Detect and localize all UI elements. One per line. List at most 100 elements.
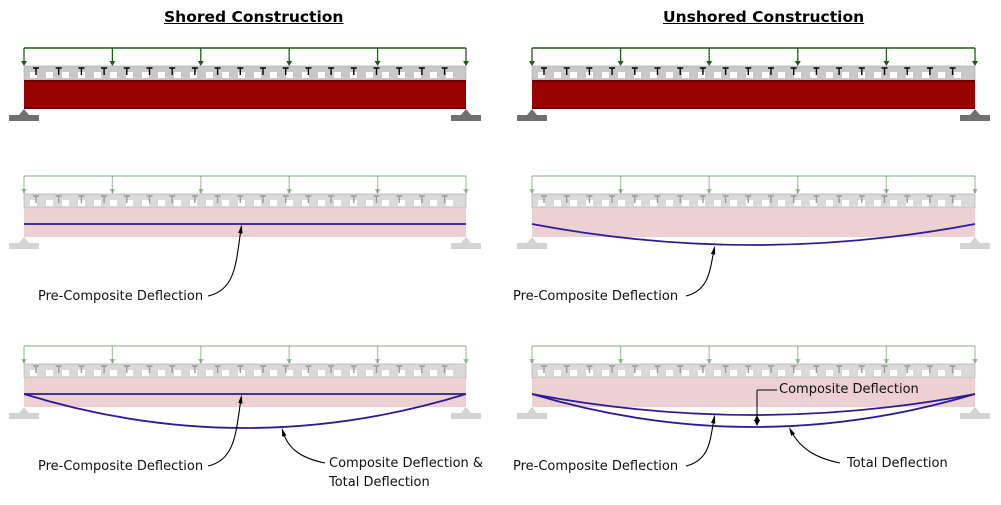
shored-row2-right-support-base	[451, 243, 481, 249]
shored-bot-precomposite-label: Pre-Composite Deflection	[38, 459, 204, 474]
unshored-row2-load-arrowhead	[794, 189, 801, 194]
shored-row2-shear-stud	[169, 195, 176, 203]
unshored-row3-load-arrowhead	[529, 359, 535, 364]
unshored-row2-load-arrowhead	[617, 189, 624, 194]
unshored-row2-shear-stud	[722, 195, 729, 203]
unshored-row1-deck-flute	[762, 72, 769, 78]
shored-row1-shear-stud	[123, 67, 130, 75]
shored-row2-deck-flute	[318, 200, 325, 206]
shored-row3-deck-flute	[206, 370, 213, 376]
unshored-row3-steel-beam	[532, 378, 975, 407]
shored-row3-shear-stud	[191, 365, 198, 373]
unshored-row1-shear-stud	[699, 67, 706, 75]
unshored-row2-deck-flute	[682, 200, 689, 206]
shored-row1-deck-flute	[190, 72, 197, 78]
unshored-row2-load-arrowhead	[883, 189, 890, 194]
shored-row2-deck-flute	[414, 200, 421, 206]
unshored-bot-total-label: Total Deflection	[847, 456, 948, 471]
unshored-row1-left-support-base	[517, 115, 547, 121]
shored-row3-deck-flute	[190, 370, 197, 376]
shored-row2-deck-flute	[174, 200, 181, 206]
unshored-row1-deck-flute	[810, 72, 817, 78]
unshored-composite-arrowhead-down	[754, 420, 760, 426]
shored-row2-deck-flute	[94, 200, 101, 206]
unshored-row1-shear-stud	[563, 67, 570, 75]
shored-row1-left-support-triangle	[19, 109, 29, 115]
shored-row1-shear-stud	[146, 67, 153, 75]
unshored-row1-shear-stud	[677, 67, 684, 75]
unshored-row2-shear-stud	[563, 195, 570, 203]
unshored-row2-shear-stud	[949, 195, 956, 203]
unshored-row2-left-support-base	[517, 243, 547, 249]
unshored-row1-shear-stud	[881, 67, 888, 75]
unshored-row1-shear-stud	[631, 67, 638, 75]
unshored-row3-load-arrowhead	[706, 359, 713, 364]
shored-row3-load-arrowhead	[197, 359, 204, 364]
unshored-row1-deck-flute	[794, 72, 801, 78]
unshored-row3-shear-stud	[790, 365, 797, 373]
unshored-row3-deck-flute	[762, 370, 769, 376]
shored-row2-deck-flute	[62, 200, 69, 206]
shored-row2-deck-flute	[126, 200, 133, 206]
shored-row2-deck-flute	[430, 200, 437, 206]
shored-row1-shear-stud	[55, 67, 62, 75]
shored-row3-shear-stud	[214, 365, 221, 373]
shored-row3-deck-flute	[238, 370, 245, 376]
unshored-row1-deck-flute	[874, 72, 881, 78]
shored-row1-deck-flute	[174, 72, 181, 78]
unshored-row3-shear-stud	[745, 365, 752, 373]
shored-row2-load-arrowhead	[286, 189, 293, 194]
unshored-row1-right-support-base	[960, 115, 990, 121]
unshored-row3-deck-flute	[954, 370, 961, 376]
unshored-row2-deck-flute	[890, 200, 897, 206]
shored-row3-shear-stud	[328, 365, 335, 373]
unshored-row2-shear-stud	[699, 195, 706, 203]
shored-row1-shear-stud	[305, 67, 312, 75]
unshored-row2-deck-flute	[730, 200, 737, 206]
unshored-row2-right-support-triangle	[970, 237, 980, 243]
unshored-row2-deck-flute	[874, 200, 881, 206]
unshored-row3-deck-flute	[842, 370, 849, 376]
shored-row2-load-arrowhead	[109, 189, 116, 194]
shored-row3-load-arrowhead	[463, 359, 469, 364]
unshored-row2-load-arrowhead	[529, 189, 535, 194]
unshored-row3-shear-stud	[904, 365, 911, 373]
shored-row1-deck-flute	[398, 72, 405, 78]
unshored-row3-deck-flute	[682, 370, 689, 376]
shored-row2-shear-stud	[328, 195, 335, 203]
unshored-row2-deck-flute	[746, 200, 753, 206]
unshored-row3-deck-flute	[618, 370, 625, 376]
unshored-row2-shear-stud	[677, 195, 684, 203]
unshored-row3-deck-flute	[554, 370, 561, 376]
shored-row3-shear-stud	[101, 365, 108, 373]
unshored-row2-shear-stud	[586, 195, 593, 203]
unshored-row2-deck-flute	[954, 200, 961, 206]
shored-row3-deck-flute	[318, 370, 325, 376]
shored-row3-load-arrowhead	[374, 359, 381, 364]
unshored-row2-shear-stud	[790, 195, 797, 203]
shored-row2-left-support-triangle	[19, 237, 29, 243]
shored-row2-deck-flute	[222, 200, 229, 206]
unshored-row3-deck-flute	[650, 370, 657, 376]
unshored-row3-shear-stud	[699, 365, 706, 373]
unshored-row3-deck-flute	[730, 370, 737, 376]
unshored-row2-leader	[685, 245, 716, 297]
unshored-row2-deck-flute	[938, 200, 945, 206]
shored-row3-shear-stud	[418, 365, 425, 373]
unshored-row1-shear-stud	[745, 67, 752, 75]
shored-row1-deck-flute	[238, 72, 245, 78]
unshored-row1-shear-stud	[790, 67, 797, 75]
unshored-row2-deck-flute	[906, 200, 913, 206]
unshored-row1-deck-flute	[714, 72, 721, 78]
shored-row1-load-arrowhead	[21, 61, 27, 66]
unshored-row3-load-arrowhead	[617, 359, 624, 364]
shored-row3-shear-stud	[55, 365, 62, 373]
shored-row2-shear-stud	[350, 195, 357, 203]
shored-row3-deck-flute	[110, 370, 117, 376]
unshored-row1-deck-flute	[634, 72, 641, 78]
unshored-row1-deck-flute	[922, 72, 929, 78]
unshored-row3-deck-flute	[906, 370, 913, 376]
shored-row2-shear-stud	[237, 195, 244, 203]
unshored-row2-steel-beam	[532, 208, 975, 237]
shored-row1-right-support-triangle	[461, 109, 471, 115]
